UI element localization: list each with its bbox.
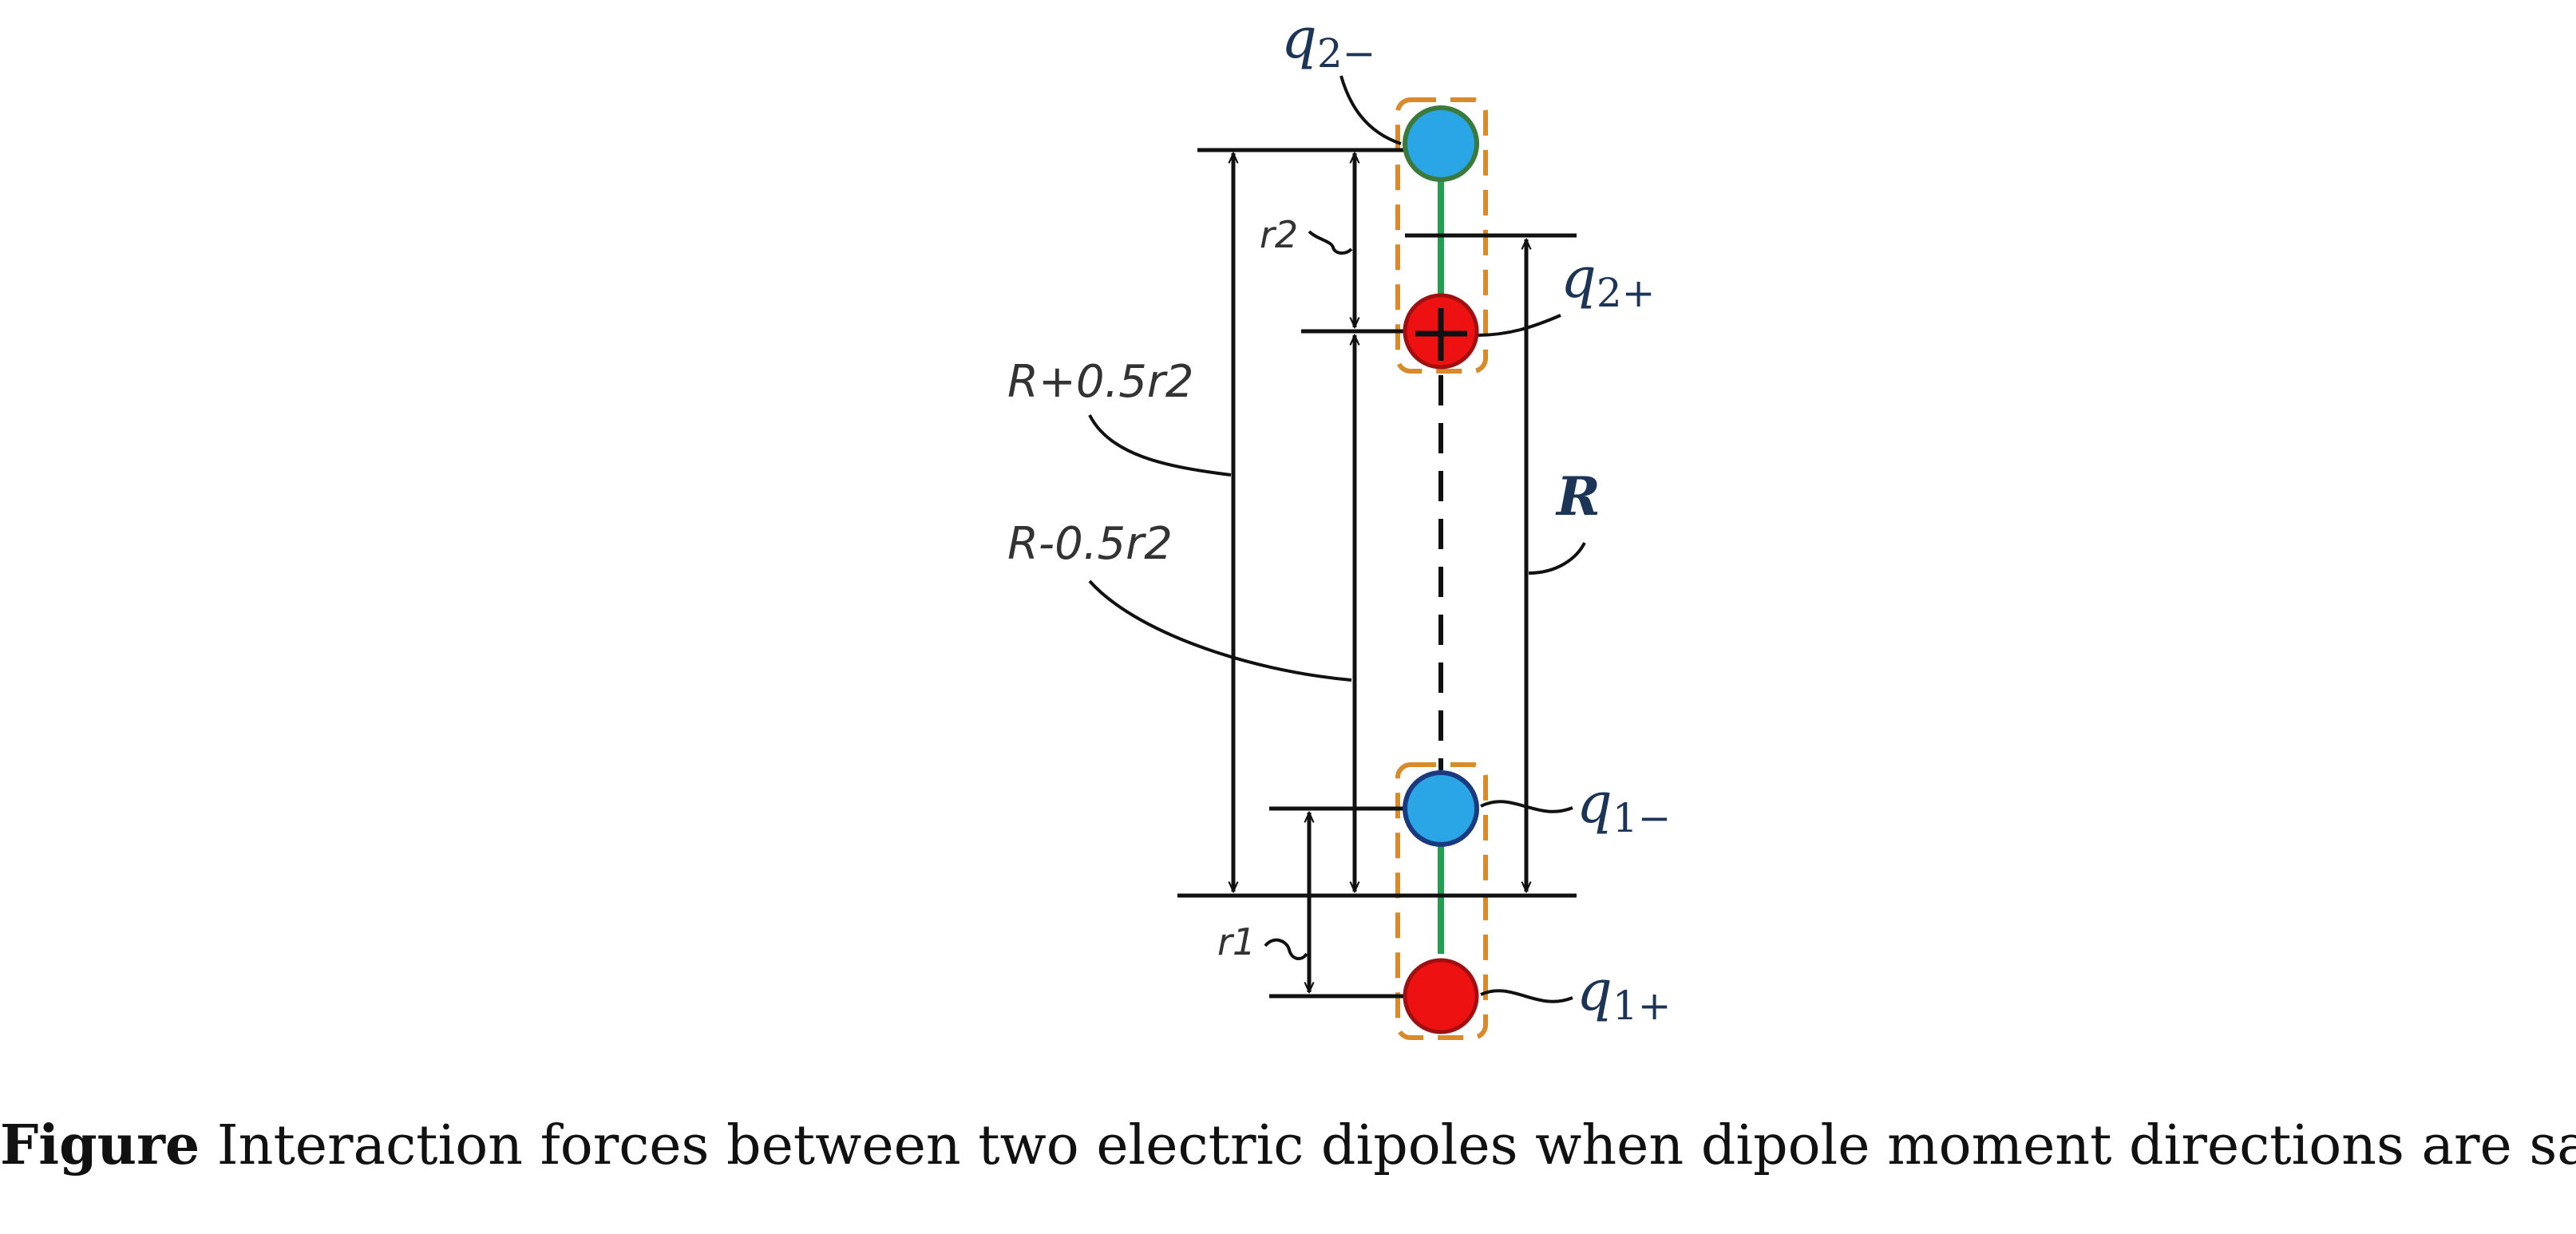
leader-q1-plus [1480, 989, 1573, 1003]
label-q1-minus: q1− [1577, 770, 1672, 841]
label-r2: r2 [1260, 213, 1298, 256]
label-q2-minus: q2− [1281, 6, 1376, 77]
label-q1-plus: q1+ [1577, 958, 1672, 1029]
leader-q2-minus [1339, 75, 1402, 145]
leader-r-minus [1088, 579, 1352, 682]
label-q2-plus: q2+ [1561, 245, 1656, 316]
dipole-1-box [1395, 762, 1488, 1040]
label-r-plus-half-r2: R+0.5r2 [1007, 356, 1194, 408]
leader-q1-minus [1480, 800, 1573, 813]
charge-q2-minus [1403, 105, 1479, 182]
label-r: R [1555, 465, 1601, 528]
leader-r [1528, 542, 1586, 575]
figure-caption: Figure Interaction forces between two el… [0, 1113, 2576, 1177]
label-r-minus-half-r2: R-0.5r2 [1007, 518, 1173, 570]
leader-r2 [1308, 230, 1353, 255]
charge-q1-plus [1403, 958, 1479, 1034]
caption-prefix: Figure [0, 1113, 200, 1177]
leader-r-plus [1088, 414, 1232, 477]
caption-text: Interaction forces between two electric … [200, 1114, 2576, 1177]
leader-r1 [1264, 938, 1308, 960]
label-r1: r1 [1217, 920, 1256, 963]
leader-q2-plus [1476, 314, 1561, 337]
plus-sign-icon [1415, 308, 1467, 361]
charge-q1-minus [1403, 770, 1479, 847]
